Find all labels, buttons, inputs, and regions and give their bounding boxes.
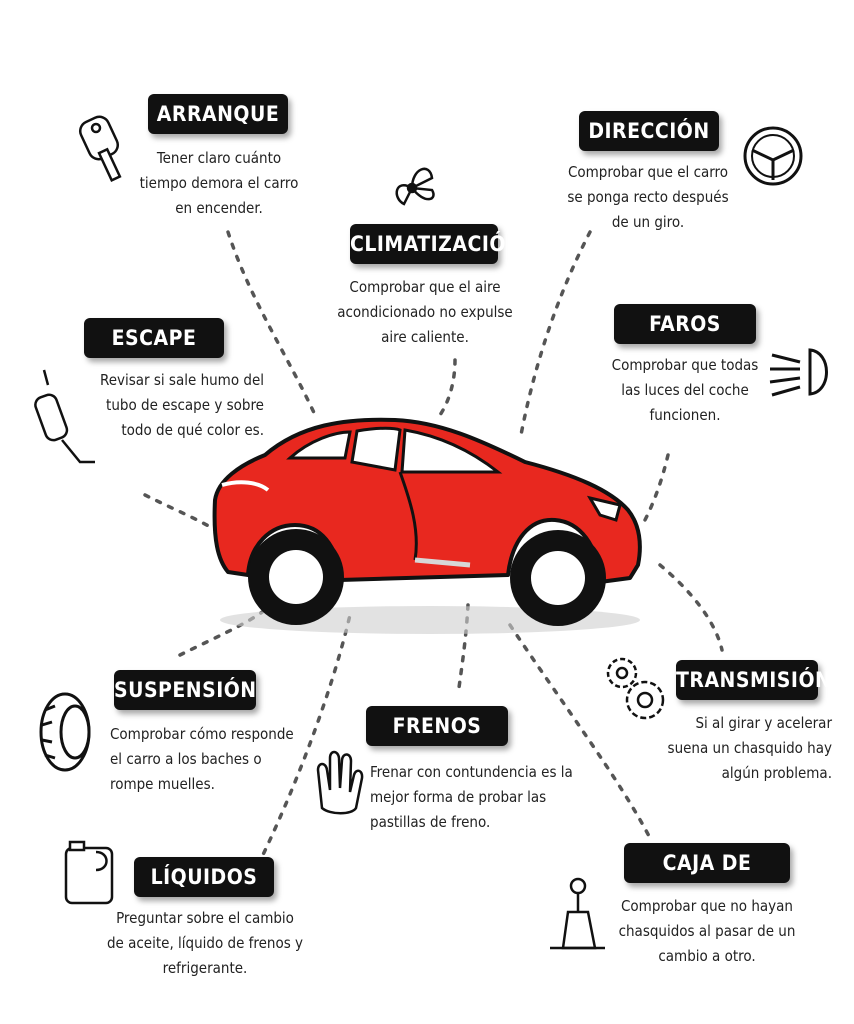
- desc-liquidos: Preguntar sobre el cambio de aceite, líq…: [100, 906, 310, 981]
- steering-wheel-icon: [743, 126, 803, 186]
- car-headlight: [586, 495, 622, 522]
- desc-suspension: Comprobar cómo responde el carro a los b…: [110, 722, 310, 797]
- desc-line: funcionen.: [649, 406, 721, 424]
- desc-line: Comprobar que no hayan: [621, 897, 793, 915]
- desc-line: chasquidos al pasar de un: [618, 922, 796, 940]
- car-side-crease: [414, 557, 471, 568]
- connector-liquidos: [256, 613, 352, 867]
- desc-line: mejor forma de probar las: [370, 788, 547, 806]
- desc-line: Preguntar sobre el cambio: [116, 909, 294, 927]
- desc-line: Comprobar que el aire: [349, 278, 501, 296]
- label-direccion: DIRECCIÓN: [579, 111, 719, 151]
- connector-direccion: [518, 230, 592, 442]
- desc-line: refrigerante.: [162, 959, 248, 977]
- headlight-icon: [769, 348, 828, 397]
- front-wheel: [510, 530, 606, 626]
- car-window-front: [400, 428, 503, 474]
- desc-line: algún problema.: [721, 764, 832, 782]
- label-faros: FAROS: [614, 304, 756, 344]
- desc-line: todo de qué color es.: [121, 421, 264, 439]
- desc-line: suena un chasquido hay: [667, 739, 832, 757]
- car-taillight: [221, 480, 270, 492]
- desc-line: tiempo demora el carro: [139, 174, 299, 192]
- label-climatizacion: CLIMATIZACIÓN: [350, 224, 522, 264]
- desc-escape: Revisar si sale humo del tubo de escape …: [78, 368, 264, 443]
- car-window-front-left: [350, 426, 402, 472]
- desc-line: en encender.: [175, 199, 263, 217]
- desc-line: Tener claro cuánto: [156, 149, 282, 167]
- connector-faros: [643, 453, 670, 522]
- connector-escape: [143, 493, 217, 532]
- desc-line: de aceite, líquido de frenos y: [106, 934, 304, 952]
- connector-suspension: [178, 608, 267, 657]
- desc-frenos: Frenar con contundencia es la mejor form…: [370, 760, 590, 835]
- desc-arranque: Tener claro cuánto tiempo demora el carr…: [128, 146, 310, 221]
- connector-transmision: [658, 563, 724, 652]
- car-illustration: [212, 417, 642, 634]
- key-icon: [78, 115, 122, 182]
- gears-icon: [606, 657, 665, 720]
- desc-line: de un giro.: [611, 213, 685, 231]
- label-escape: ESCAPE: [84, 318, 224, 358]
- fan-icon: [395, 167, 435, 206]
- desc-line: cambio a otro.: [658, 947, 756, 965]
- desc-line: el carro a los baches o: [110, 750, 262, 768]
- label-arranque: ARRANQUE: [148, 94, 288, 134]
- fluid-jug-icon: [64, 840, 114, 905]
- desc-line: Comprobar que el carro: [567, 163, 729, 181]
- desc-direccion: Comprobar que el carro se ponga recto de…: [558, 160, 738, 235]
- connector-frenos: [456, 603, 470, 697]
- desc-line: acondicionado no expulse: [337, 303, 513, 321]
- desc-line: Revisar si sale humo del: [100, 371, 264, 389]
- label-suspension: SUSPENSIÓN: [114, 670, 256, 710]
- tire-icon: [39, 692, 91, 772]
- car-body: [212, 417, 642, 584]
- desc-line: Comprobar cómo responde: [110, 725, 294, 743]
- gear-shifter-icon: [550, 877, 605, 950]
- exhaust-pipe-icon: [34, 369, 95, 464]
- hand-stop-icon: [316, 750, 364, 815]
- connector-arranque: [226, 230, 317, 417]
- desc-caja-de-cambios: Comprobar que no hayan chasquidos al pas…: [608, 894, 806, 969]
- label-transmision: TRANSMISIÓN: [676, 660, 831, 700]
- desc-line: aire caliente.: [381, 328, 469, 346]
- desc-faros: Comprobar que todas las luces del coche …: [602, 353, 768, 428]
- label-liquidos: LÍQUIDOS: [134, 857, 274, 897]
- desc-transmision: Si al girar y acelerar suena un chasquid…: [652, 711, 832, 786]
- desc-line: Si al girar y acelerar: [695, 714, 832, 732]
- desc-climatizacion: Comprobar que el aire acondicionado no e…: [330, 275, 520, 350]
- connector-climatizacion: [438, 358, 457, 417]
- desc-line: se ponga recto después: [567, 188, 729, 206]
- desc-line: pastillas de freno.: [370, 813, 491, 831]
- desc-line: tubo de escape y sobre: [106, 396, 264, 414]
- desc-line: las luces del coche: [621, 381, 749, 399]
- desc-line: Frenar con contundencia es la: [370, 763, 573, 781]
- car-window-rear: [286, 430, 352, 460]
- desc-line: Comprobar que todas: [611, 356, 759, 374]
- rear-wheel: [248, 529, 344, 625]
- label-frenos: FRENOS: [366, 706, 508, 746]
- desc-line: rompe muelles.: [110, 775, 215, 793]
- car-door-line: [398, 471, 418, 561]
- label-caja-de-cambios: CAJA DE CAMBIOS: [624, 843, 790, 915]
- connector-lines: [143, 230, 724, 867]
